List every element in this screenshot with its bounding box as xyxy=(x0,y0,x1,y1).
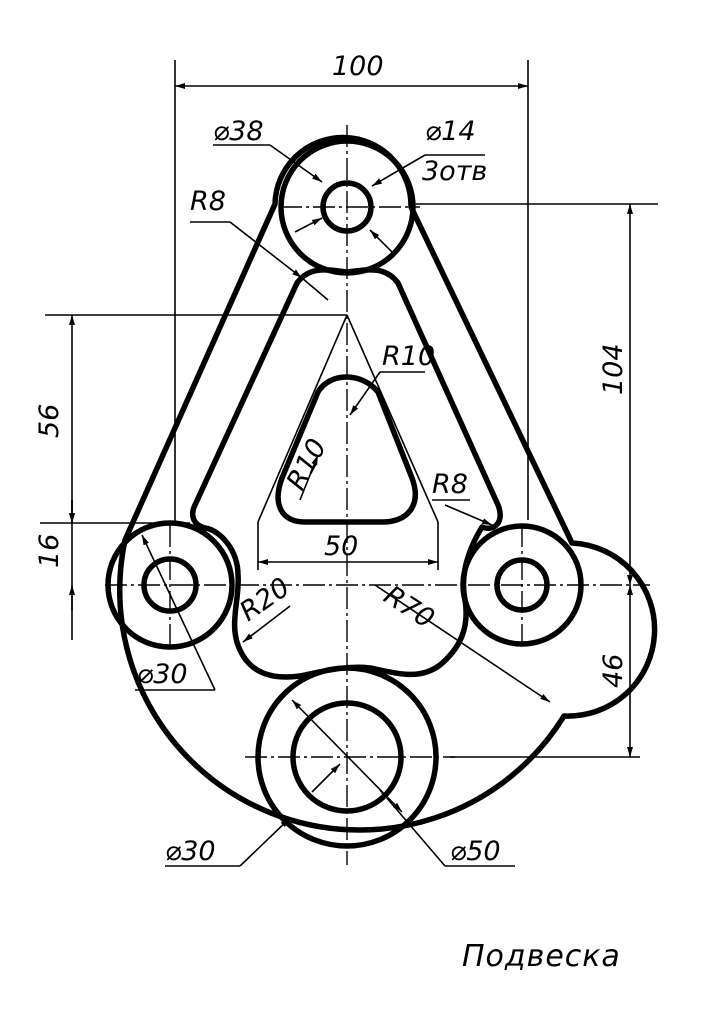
outer-contour xyxy=(116,134,658,833)
dim-16: 16 xyxy=(34,534,65,568)
dim-r8-right: R8 xyxy=(432,469,468,500)
dim-50: 50 xyxy=(324,531,358,562)
dim-holes-note: 3отв xyxy=(422,156,487,187)
dim-56: 56 xyxy=(34,404,65,438)
dim-width-100: 100 xyxy=(332,51,384,82)
triangle-window xyxy=(275,374,418,525)
dim-r8-top: R8 xyxy=(190,186,226,217)
right-hole xyxy=(494,557,550,613)
dim-r20: R20 xyxy=(234,572,295,628)
frame-slot xyxy=(190,267,503,680)
dimension-lines xyxy=(69,83,633,867)
dim-r70: R70 xyxy=(378,580,439,635)
top-hole xyxy=(320,180,374,234)
dim-diameter-38: ⌀38 xyxy=(213,116,264,147)
dim-46: 46 xyxy=(598,654,629,688)
dim-diameter-30-left: ⌀30 xyxy=(137,659,188,690)
dim-104: 104 xyxy=(598,343,629,395)
extension-lines xyxy=(40,60,658,758)
dim-diameter-30-bottom: ⌀30 xyxy=(165,836,216,867)
dim-diameter-50: ⌀50 xyxy=(450,836,501,867)
part-outline xyxy=(105,134,658,849)
dim-r10-top: R10 xyxy=(382,341,435,372)
dim-r10-left: R10 xyxy=(281,434,333,495)
dim-diameter-14: ⌀14 xyxy=(425,116,476,147)
left-hole xyxy=(141,556,199,614)
drawing-title: Подвеска xyxy=(462,939,621,974)
